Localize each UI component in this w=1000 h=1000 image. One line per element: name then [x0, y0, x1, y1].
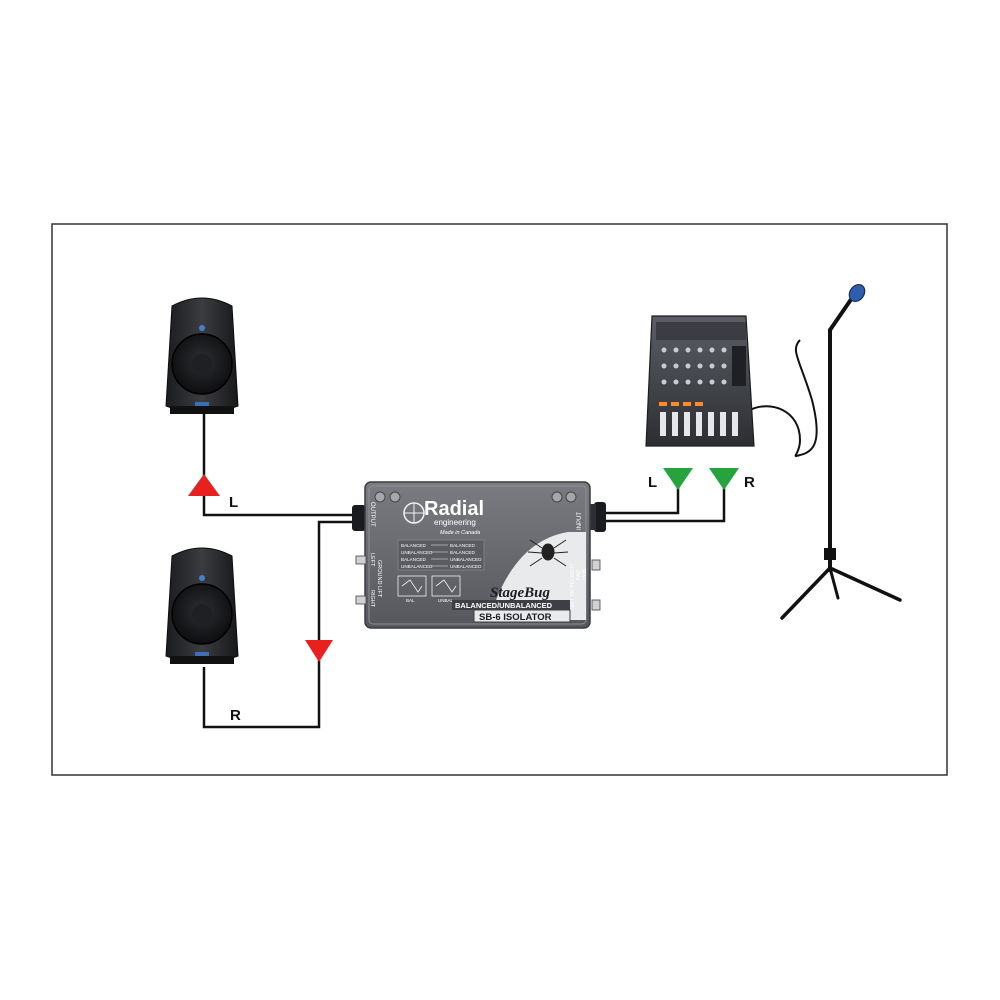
type-line-label: BALANCED/UNBALANCED	[455, 601, 553, 610]
switch-bal-label: BAL	[406, 598, 415, 603]
pad-db-label: -15dB	[582, 568, 588, 582]
mode-out-3: UNBALANCED	[401, 564, 433, 569]
mode-out-2: BALANCED	[401, 557, 426, 562]
mode-legend: BALANCED BALANCED UNBALANCED BALANCED BA…	[398, 540, 484, 570]
polarity-label: LEFT OR POLARITY	[570, 562, 576, 610]
right-label: RIGHT	[369, 590, 375, 608]
brand-sub: engineering	[434, 518, 476, 527]
mode-out-0: BALANCED	[401, 543, 426, 548]
mode-in-2: UNBALANCED	[450, 557, 482, 562]
mode-out-1: UNBALANCED	[401, 550, 433, 555]
label-input-left: L	[648, 474, 657, 491]
speaker-icon	[166, 298, 238, 414]
made-in-label: Made in Canada	[440, 530, 480, 536]
brand-name: Radial	[424, 498, 484, 520]
input-jack-label: INPUT	[577, 512, 583, 530]
speaker-icon	[166, 548, 238, 664]
left-label: LEFT	[369, 553, 375, 567]
mode-in-1: BALANCED	[450, 550, 475, 555]
mixer-icon	[646, 316, 754, 446]
label-input-right: R	[744, 474, 755, 491]
switch-unbal-label: UNBAL	[438, 598, 454, 603]
model-label: SB-6 ISOLATOR	[479, 612, 552, 623]
mode-in-3: UNBALANCED	[450, 564, 482, 569]
label-output-left: L	[229, 494, 238, 511]
ground-lift-label: GROUND LIFT	[376, 560, 382, 598]
product-name: StageBug	[490, 585, 551, 601]
mode-in-0: BALANCED	[450, 543, 475, 548]
isolator-box-icon: Radial engineering Made in Canada OUTPUT…	[352, 482, 606, 628]
label-output-right: R	[230, 707, 241, 724]
output-jack-label: OUTPUT	[369, 502, 375, 527]
